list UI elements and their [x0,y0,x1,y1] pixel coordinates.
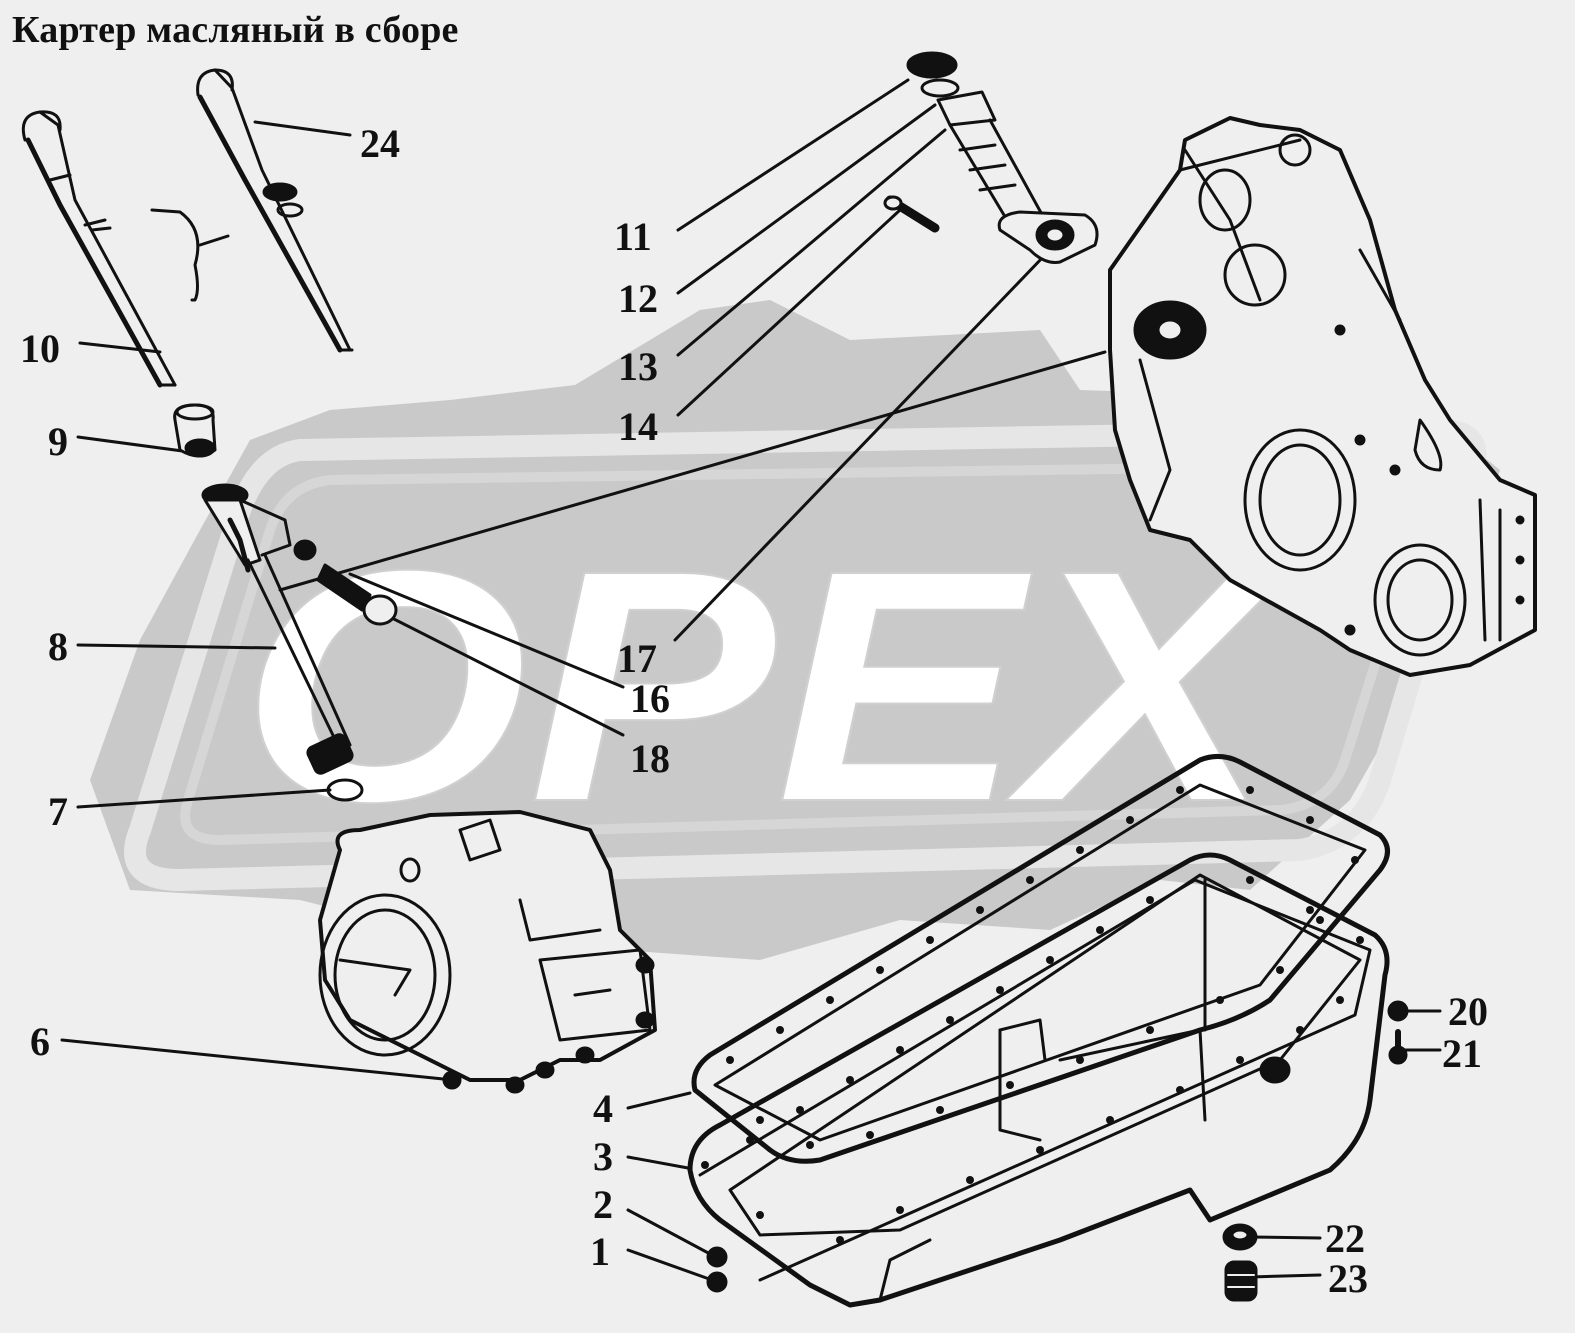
plug-1 [706,1271,728,1293]
drain-plug-23 [1224,1260,1258,1302]
callout-1: 1 [590,1229,610,1274]
dipstick-10 [21,110,177,388]
washer-16 [293,539,317,561]
callout-12: 12 [618,276,658,321]
callout-labels: 24 10 9 8 7 6 11 12 13 14 17 16 18 4 3 2… [20,121,1488,1301]
bracket-arrowhead [198,234,230,247]
callout-2: 2 [593,1182,613,1227]
callout-11: 11 [614,214,652,259]
callout-10: 10 [20,326,60,371]
oil-pan-3 [687,852,1390,1308]
callout-9: 9 [48,419,68,464]
callout-24: 24 [360,121,400,166]
plug-9 [173,403,217,458]
plug-2 [706,1246,728,1268]
callout-7: 7 [48,789,68,834]
callout-20: 20 [1448,989,1488,1034]
flywheel-housing [318,810,657,1094]
dipstick-24 [196,68,354,353]
nut-20 [1387,1000,1409,1022]
gear-housing-cover [1108,116,1537,677]
callout-14: 14 [618,404,658,449]
bolt-14 [883,195,940,233]
bracket-arrow [150,208,200,302]
bolt-21 [1388,1029,1408,1065]
callout-3: 3 [593,1134,613,1179]
dipstick-tube-8 [201,483,354,775]
washer-22 [1222,1223,1258,1251]
callout-4: 4 [593,1086,613,1131]
callout-18: 18 [630,736,670,781]
bolt-18 [316,563,398,626]
leader-lines [60,78,1442,1282]
callout-22: 22 [1325,1216,1365,1261]
callout-17: 17 [617,636,657,681]
callout-8: 8 [48,624,68,669]
breather-assembly [906,51,1099,264]
callout-23: 23 [1328,1256,1368,1301]
callout-21: 21 [1442,1031,1482,1076]
callout-6: 6 [30,1019,50,1064]
callout-16: 16 [630,676,670,721]
gasket-4 [691,754,1390,1164]
o-ring-7 [326,778,364,802]
callout-13: 13 [618,344,658,389]
page-title: Картер масляный в сборе [12,9,459,51]
